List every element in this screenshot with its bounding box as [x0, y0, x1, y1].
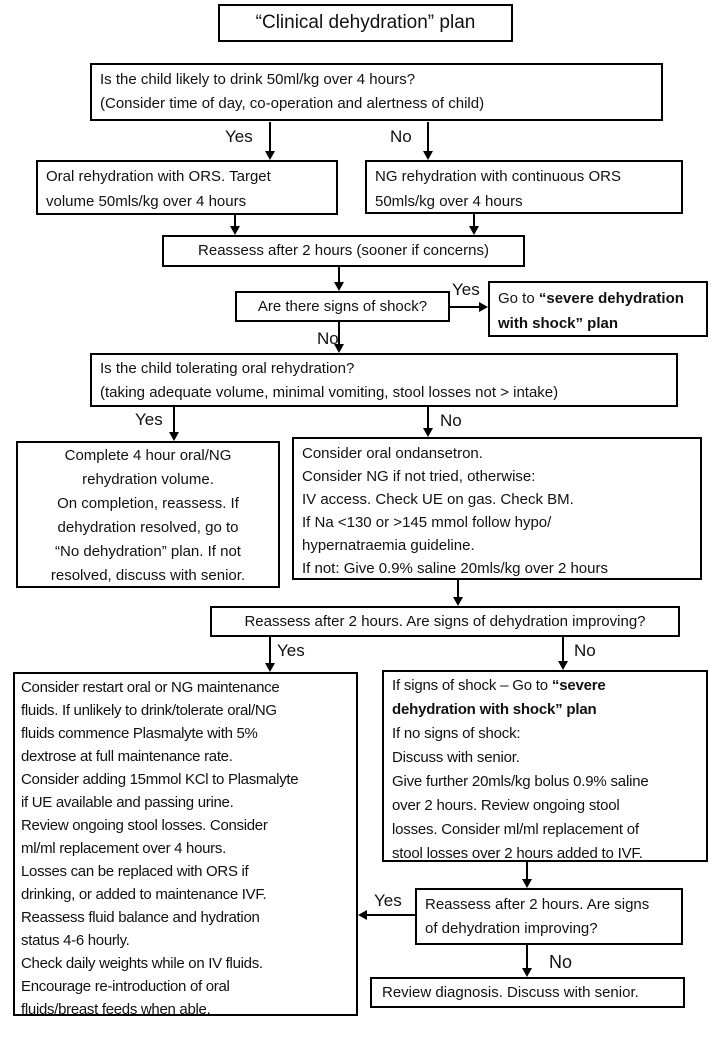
arrowhead-drink-yes	[265, 151, 275, 160]
label-yes-improving-2: Yes	[374, 891, 402, 910]
label-no-shock: No	[317, 329, 339, 348]
node-review-diagnosis: Review diagnosis. Discuss with senior.	[370, 977, 685, 1008]
arrow-shock-yes	[450, 306, 480, 308]
arrowhead-oral-to-reassess	[230, 226, 240, 235]
arrowhead-improving2-yes	[358, 910, 367, 920]
label-yes-improving: Yes	[277, 641, 305, 660]
arrowhead-improving-no	[558, 661, 568, 670]
arrow-drink-no	[427, 122, 429, 151]
arrow-drink-yes	[269, 122, 271, 151]
node-goto-severe-plan: Go to “severe dehydration with shock” pl…	[488, 281, 708, 337]
arrowhead-tolerating-no	[423, 428, 433, 437]
node-reassess-improving-2: Reassess after 2 hours. Are signs of deh…	[415, 888, 683, 945]
arrowhead-drink-no	[423, 151, 433, 160]
node-ng-rehydration: NG rehydration with continuous ORS 50mls…	[365, 160, 683, 214]
node-consider-ondansetron: Consider oral ondansetron. Consider NG i…	[292, 437, 702, 580]
arrow-improving-no	[562, 637, 564, 661]
arrowhead-tolerating-yes	[169, 432, 179, 441]
arrowhead-improving-yes	[265, 663, 275, 672]
shock-pathway-bold: “severe dehydration with shock” plan	[392, 677, 606, 718]
label-no-improving-2: No	[549, 952, 573, 972]
arrow-oral-to-reassess	[234, 215, 236, 227]
node-complete-rehydration: Complete 4 hour oral/NG rehydration volu…	[16, 441, 280, 588]
label-yes-shock: Yes	[452, 280, 480, 299]
arrow-reassess-to-shock	[338, 267, 340, 283]
node-shock-pathway: If signs of shock – Go to “severe dehydr…	[382, 670, 708, 862]
label-no-drink: No	[390, 127, 412, 146]
goto-severe-prefix: Go to	[498, 290, 539, 307]
label-no-improving: No	[574, 641, 596, 660]
arrow-improving-yes	[269, 637, 271, 663]
node-oral-rehydration: Oral rehydration with ORS. Target volume…	[36, 160, 338, 215]
node-reassess-2h: Reassess after 2 hours (sooner if concer…	[162, 235, 525, 267]
arrowhead-shock-no	[334, 344, 344, 353]
node-question-shock: Are there signs of shock?	[235, 291, 450, 322]
arrow-shockpath-to-reassess	[526, 862, 528, 879]
arrow-tolerating-yes	[173, 407, 175, 432]
node-maintenance-plan: Consider restart oral or NG maintenance …	[13, 672, 358, 1016]
label-yes-tolerating: Yes	[135, 410, 163, 429]
arrowhead-ng-to-reassess	[469, 226, 479, 235]
arrow-shock-no	[338, 322, 340, 344]
arrowhead-improving2-no	[522, 968, 532, 977]
node-question-tolerating: Is the child tolerating oral rehydration…	[90, 353, 678, 407]
arrowhead-shockpath-to-reassess	[522, 879, 532, 888]
arrow-improving2-yes	[367, 914, 415, 916]
arrow-tolerating-no	[427, 407, 429, 428]
node-reassess-improving: Reassess after 2 hours. Are signs of deh…	[210, 606, 680, 637]
arrowhead-ondansetron-to-reassess	[453, 597, 463, 606]
arrowhead-reassess-to-shock	[334, 282, 344, 291]
shock-pathway-prefix: If signs of shock – Go to	[392, 677, 552, 694]
label-no-tolerating: No	[440, 411, 462, 430]
arrow-ondansetron-to-reassess	[457, 580, 459, 597]
goto-severe-bold: “severe dehydration with shock” plan	[498, 290, 684, 332]
shock-pathway-rest: If no signs of shock: Discuss with senio…	[392, 725, 649, 862]
arrow-ng-to-reassess	[473, 213, 475, 227]
label-yes-drink: Yes	[225, 127, 253, 146]
node-question-drink-50ml: Is the child likely to drink 50ml/kg ove…	[90, 63, 663, 121]
arrowhead-shock-yes	[479, 302, 488, 312]
flowchart-title: “Clinical dehydration” plan	[218, 4, 513, 42]
arrow-improving2-no	[526, 945, 528, 968]
